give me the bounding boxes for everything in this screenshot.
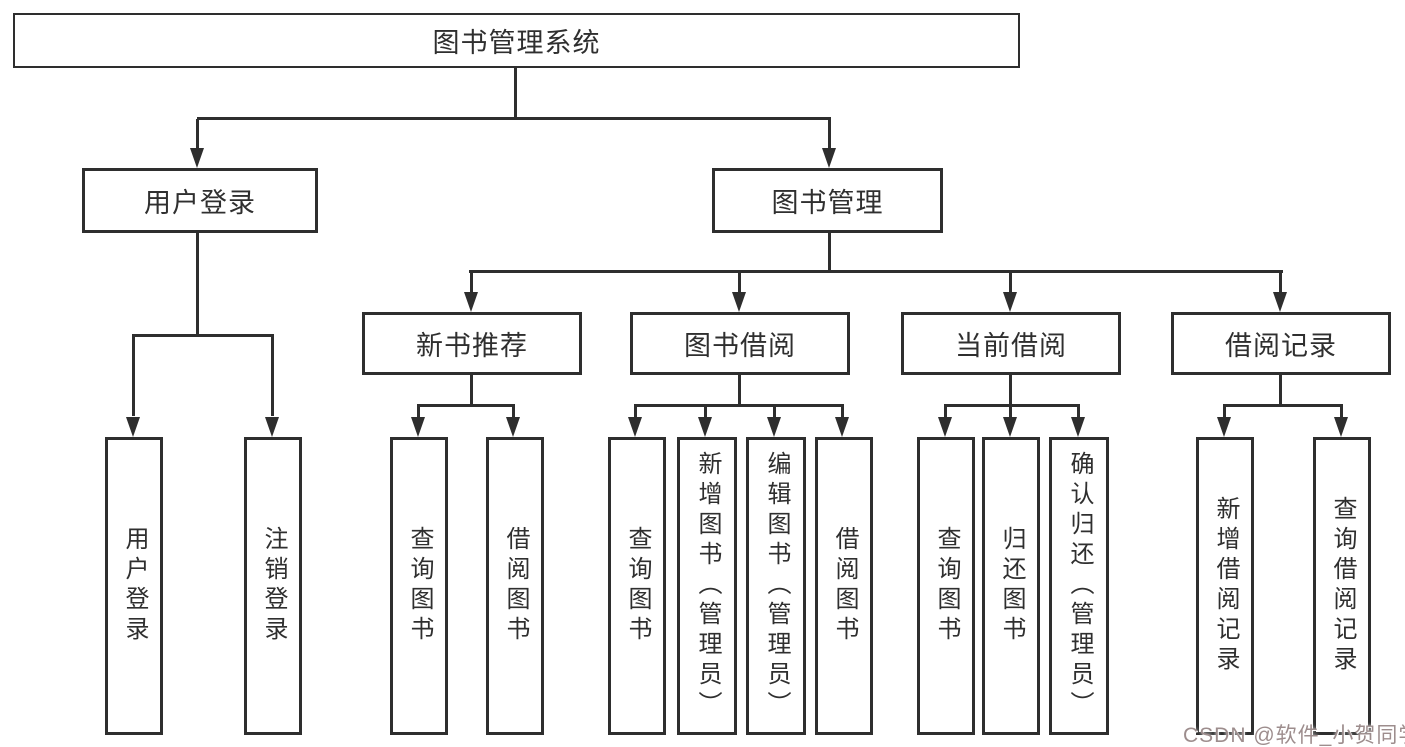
leaf-query-book-3: 查询图书 bbox=[917, 437, 975, 735]
arrow-down-icon bbox=[126, 417, 140, 437]
leaf-label: 确认归还（管理员） bbox=[1066, 451, 1093, 721]
leaf-query-borrow-record: 查询借阅记录 bbox=[1313, 437, 1371, 735]
connector-line bbox=[738, 375, 741, 404]
node-label: 图书借阅 bbox=[684, 331, 796, 361]
leaf-label: 查询图书 bbox=[933, 526, 960, 646]
connector-line bbox=[1223, 404, 1343, 407]
leaf-label: 编辑图书（管理员） bbox=[763, 451, 790, 721]
leaf-label: 用户登录 bbox=[121, 526, 148, 646]
connector-line bbox=[634, 404, 844, 407]
leaf-label: 查询图书 bbox=[406, 526, 433, 646]
arrow-down-icon bbox=[835, 417, 849, 437]
connector-line bbox=[514, 68, 517, 120]
csdn-watermark: CSDN @软件_小贺同学 bbox=[1183, 724, 1405, 747]
leaf-borrow-book-2: 借阅图书 bbox=[815, 437, 873, 735]
leaf-query-book-2: 查询图书 bbox=[608, 437, 666, 735]
connector-line bbox=[132, 334, 135, 416]
node-user-login-module: 用户登录 bbox=[82, 168, 318, 233]
node-label: 用户登录 bbox=[144, 188, 256, 218]
node-new-book-recommend: 新书推荐 bbox=[362, 312, 582, 375]
node-label: 图书管理 bbox=[771, 188, 884, 218]
arrow-down-icon bbox=[1273, 292, 1287, 312]
leaf-edit-book-admin: 编辑图书（管理员） bbox=[746, 437, 806, 735]
leaf-add-book-admin: 新增图书（管理员） bbox=[677, 437, 737, 735]
leaf-label: 借阅图书 bbox=[831, 526, 858, 646]
connector-line bbox=[1279, 375, 1282, 404]
arrow-down-icon bbox=[1334, 417, 1348, 437]
node-label: 当前借阅 bbox=[955, 331, 1067, 361]
connector-line bbox=[1279, 270, 1282, 294]
leaf-label: 注销登录 bbox=[260, 526, 287, 646]
leaf-label: 查询借阅记录 bbox=[1329, 496, 1356, 676]
arrow-down-icon bbox=[1217, 417, 1231, 437]
connector-line bbox=[828, 119, 831, 151]
node-current-borrow: 当前借阅 bbox=[901, 312, 1121, 375]
connector-line bbox=[1077, 404, 1080, 418]
connector-line bbox=[1009, 270, 1012, 294]
arrow-down-icon bbox=[411, 417, 425, 437]
connector-line bbox=[1009, 375, 1012, 404]
connector-line bbox=[773, 404, 776, 418]
leaf-query-book-1: 查询图书 bbox=[390, 437, 448, 735]
connector-line bbox=[1340, 404, 1343, 418]
connector-line bbox=[417, 404, 515, 407]
node-book-borrow: 图书借阅 bbox=[630, 312, 850, 375]
node-book-management: 图书管理 bbox=[712, 168, 943, 233]
node-label: 借阅记录 bbox=[1225, 331, 1337, 361]
leaf-add-borrow-record: 新增借阅记录 bbox=[1196, 437, 1254, 735]
arrow-down-icon bbox=[265, 417, 279, 437]
connector-line bbox=[841, 404, 844, 418]
connector-line bbox=[196, 233, 199, 336]
connector-line bbox=[1223, 404, 1226, 418]
node-label: 图书管理系统 bbox=[432, 28, 601, 58]
connector-line bbox=[828, 233, 831, 272]
connector-line bbox=[132, 334, 274, 337]
connector-line bbox=[1009, 404, 1012, 418]
connector-line bbox=[271, 334, 274, 416]
arrow-down-icon bbox=[1071, 417, 1085, 437]
leaf-label: 查询图书 bbox=[624, 526, 651, 646]
leaf-user-login: 用户登录 bbox=[105, 437, 163, 735]
leaf-borrow-book-1: 借阅图书 bbox=[486, 437, 544, 735]
arrow-down-icon bbox=[1003, 292, 1017, 312]
connector-line bbox=[469, 270, 1283, 273]
connector-line bbox=[944, 404, 1080, 407]
arrow-down-icon bbox=[464, 292, 478, 312]
arrow-down-icon bbox=[190, 148, 204, 168]
connector-line bbox=[197, 117, 831, 120]
node-label: 新书推荐 bbox=[416, 331, 528, 361]
leaf-label: 借阅图书 bbox=[502, 526, 529, 646]
connector-line bbox=[738, 270, 741, 294]
node-library-system: 图书管理系统 bbox=[13, 13, 1020, 68]
arrow-down-icon bbox=[698, 417, 712, 437]
connector-line bbox=[470, 270, 473, 294]
connector-line bbox=[512, 404, 515, 418]
arrow-down-icon bbox=[732, 292, 746, 312]
leaf-label: 新增图书（管理员） bbox=[694, 451, 721, 721]
connector-line bbox=[196, 119, 199, 151]
connector-line bbox=[944, 404, 947, 418]
arrow-down-icon bbox=[938, 417, 952, 437]
leaf-logout: 注销登录 bbox=[244, 437, 302, 735]
connector-line bbox=[470, 375, 473, 404]
arrow-down-icon bbox=[506, 417, 520, 437]
arrow-down-icon bbox=[822, 148, 836, 168]
leaf-confirm-return-admin: 确认归还（管理员） bbox=[1049, 437, 1109, 735]
connector-line bbox=[634, 404, 637, 418]
leaf-return-book: 归还图书 bbox=[982, 437, 1040, 735]
arrow-down-icon bbox=[767, 417, 781, 437]
arrow-down-icon bbox=[628, 417, 642, 437]
leaf-label: 归还图书 bbox=[998, 526, 1025, 646]
leaf-label: 新增借阅记录 bbox=[1212, 496, 1239, 676]
connector-line bbox=[704, 404, 707, 418]
connector-line bbox=[417, 404, 420, 418]
arrow-down-icon bbox=[1003, 417, 1017, 437]
node-borrow-record: 借阅记录 bbox=[1171, 312, 1391, 375]
